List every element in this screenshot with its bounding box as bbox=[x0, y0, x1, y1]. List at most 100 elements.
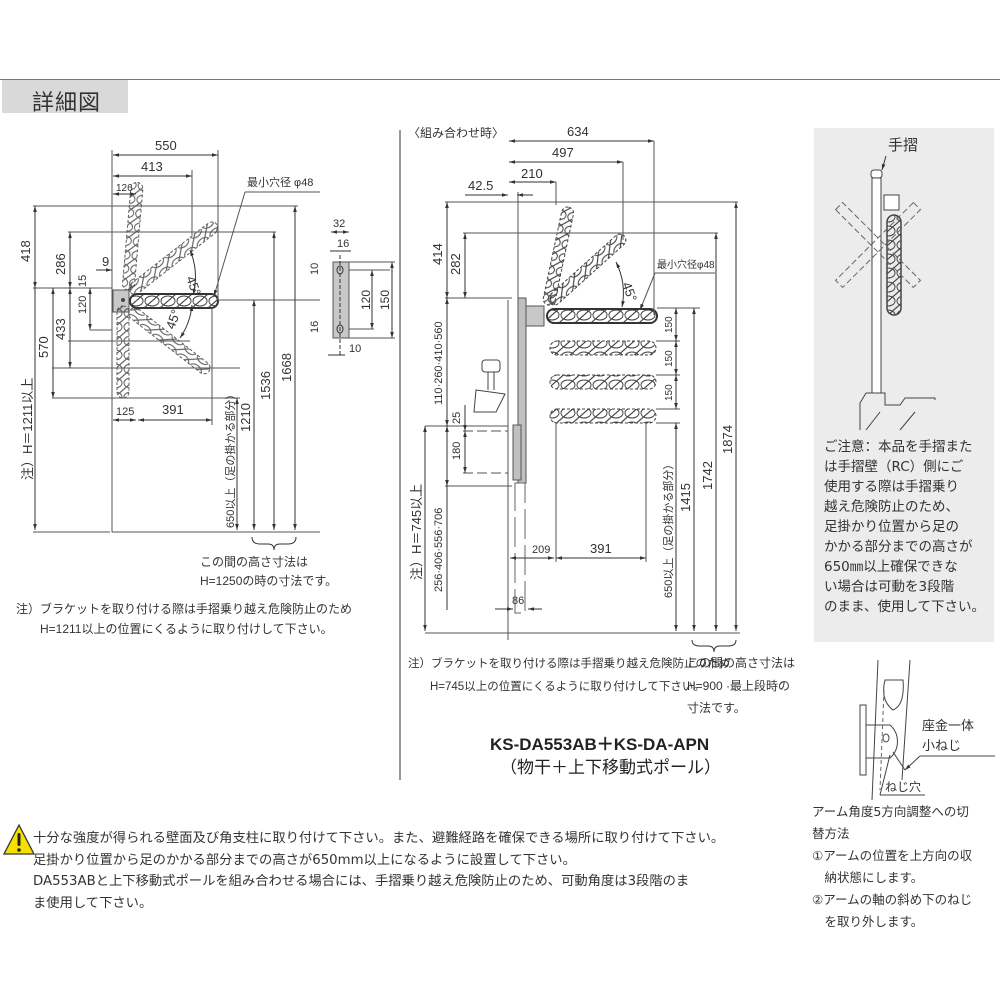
angle-label: 45° bbox=[183, 274, 204, 298]
dim-1874: 1874 bbox=[720, 425, 735, 454]
caution-text: ご注意：本品を手摺また は手摺壁（RC）側にご 使用する際は手摺乗り 越え危険防… bbox=[824, 437, 992, 617]
dim-16: 16 bbox=[309, 321, 321, 333]
dim-391: 391 bbox=[162, 402, 184, 417]
model-description: （物干＋上下移動式ポール） bbox=[500, 758, 721, 778]
dim-125: 125 bbox=[116, 406, 134, 418]
screw-label: 小ねじ bbox=[922, 738, 961, 753]
angle-switch-instructions: アーム角度5方向調整への切 替方法 ①アームの位置を上方向の収 納状態にします。… bbox=[812, 801, 1000, 933]
bracket-note-line: H=900 ·最上段時の bbox=[687, 678, 790, 693]
hole-label: 最小穴径 φ48 bbox=[247, 175, 313, 189]
dim-16: 16 bbox=[337, 238, 349, 250]
dim-150: 150 bbox=[378, 290, 392, 310]
dim-1415: 1415 bbox=[678, 483, 693, 512]
dim-209: 209 bbox=[532, 544, 550, 556]
warning-line: 十分な強度が得られる壁面及び角支柱に取り付けて下さい。また、避難経路を確保できる… bbox=[33, 831, 725, 846]
dim-15: 15 bbox=[77, 275, 89, 287]
howto-line: 替方法 bbox=[812, 826, 850, 841]
brace bbox=[251, 536, 297, 551]
dim-150: 150 bbox=[664, 316, 675, 333]
caution-line: 越え危険防止のため、 bbox=[824, 499, 959, 515]
dim-9: 9 bbox=[102, 254, 109, 269]
caution-panel bbox=[814, 128, 994, 642]
caution-line: ご注意：本品を手摺また bbox=[824, 439, 973, 455]
install-note-line: 注）ブラケットを取り付ける際は手摺乗り越え危険防止のため bbox=[408, 656, 730, 670]
bracket-note-line: H=1250の時の寸法です。 bbox=[200, 574, 337, 588]
section-header: 詳細図 bbox=[2, 80, 128, 116]
section-title: 詳細図 bbox=[32, 91, 102, 116]
dim-282: 282 bbox=[448, 253, 463, 275]
dim-150: 150 bbox=[664, 384, 675, 401]
height-note-vertical: 注）H＝745以上 bbox=[409, 484, 424, 580]
dim-1668: 1668 bbox=[279, 353, 294, 382]
dim-32: 32 bbox=[333, 218, 345, 230]
caution-line: 650㎜以上確保できな bbox=[824, 559, 958, 575]
warning-triangle-icon bbox=[2, 823, 36, 855]
dim-634: 634 bbox=[567, 124, 589, 139]
arm-horizontal bbox=[129, 293, 219, 309]
handrail-label: 手摺 bbox=[888, 137, 918, 154]
arm-up-vertical bbox=[122, 181, 144, 291]
dim-25: 25 bbox=[451, 412, 463, 424]
warning-text: 十分な強度が得られる壁面及び角支柱に取り付けて下さい。また、避難経路を確保できる… bbox=[33, 828, 803, 914]
caution-line: い場合は可動を3段階 bbox=[824, 579, 955, 595]
bracket-note-line: 寸法です。 bbox=[687, 701, 746, 715]
bracket-note-line: この間の高さ寸法は bbox=[200, 554, 308, 569]
warning-line: 足掛かり位置から足のかかる部分までの高さが650mm以上になるように設置して下さ… bbox=[33, 852, 576, 868]
hole-label: 最小穴径φ48 bbox=[657, 258, 715, 271]
screw-label: 座金一体 bbox=[922, 718, 974, 733]
arm-position bbox=[549, 340, 657, 356]
dim-391: 391 bbox=[590, 541, 612, 556]
arm-up-45 bbox=[128, 221, 219, 295]
dim-120: 120 bbox=[77, 296, 89, 314]
arm-horizontal bbox=[546, 308, 658, 324]
angle-label: 45° bbox=[163, 307, 184, 331]
howto-line: ①アームの位置を上方向の収 bbox=[812, 848, 973, 863]
dim-413: 413 bbox=[141, 159, 163, 174]
dim-256-406-556-706: 256·406·556·706 bbox=[433, 508, 445, 592]
arm-up bbox=[542, 206, 575, 306]
warning-line: ま使用して下さい。 bbox=[33, 895, 153, 911]
dim-42-5: 42.5 bbox=[468, 178, 493, 193]
caution-line: 使用する際は手摺乗り bbox=[824, 479, 959, 495]
caution-line: のまま、使用して下さい。 bbox=[824, 599, 986, 615]
height-note-vertical: 注）H＝1211以上 bbox=[20, 378, 35, 480]
dim-210: 210 bbox=[521, 166, 543, 181]
dim-418: 418 bbox=[18, 240, 33, 262]
dim-550: 550 bbox=[155, 138, 177, 153]
dim-150: 150 bbox=[664, 350, 675, 367]
caution-line: かかる部分までの高さが bbox=[824, 539, 973, 555]
howto-line: ②アームの軸の斜め下のねじ bbox=[812, 892, 973, 907]
center-diagram: 〈組み合わせ時〉 45° 634 497 210 42.5 bbox=[408, 124, 795, 715]
dim-126: 126 bbox=[116, 183, 133, 194]
dim-86: 86 bbox=[512, 595, 524, 607]
howto-line: 納状態にします。 bbox=[812, 870, 924, 885]
brace bbox=[691, 639, 737, 653]
screw-detail: 座金一体 小ねじ ねじ穴 bbox=[859, 659, 995, 801]
foot-label-vertical: 650以上（足の掛かる部分） bbox=[223, 389, 237, 528]
handrail-illustration: 手摺 bbox=[834, 137, 936, 431]
dim-286: 286 bbox=[53, 253, 68, 275]
screw-hole-label: ねじ穴 bbox=[885, 779, 921, 794]
dim-10: 10 bbox=[349, 343, 361, 355]
combo-caption: 〈組み合わせ時〉 bbox=[408, 125, 504, 140]
dim-414: 414 bbox=[430, 243, 445, 265]
dim-1210: 1210 bbox=[238, 403, 253, 432]
install-note-line: H=745以上の位置にくるように取り付けして下さい。 bbox=[430, 679, 705, 693]
howto-line: を取り外します。 bbox=[812, 914, 924, 929]
caution-line: は手摺壁（RC）側にご bbox=[824, 459, 964, 475]
arm-position bbox=[549, 374, 657, 390]
top-rule bbox=[0, 79, 1000, 80]
arm-position bbox=[549, 408, 657, 424]
model-name: KS-DA553AB＋KS-DA-APN bbox=[490, 735, 710, 754]
arm-up-45 bbox=[547, 233, 627, 306]
angle-label: 45° bbox=[619, 280, 640, 304]
dim-120: 120 bbox=[359, 290, 373, 310]
dim-180: 180 bbox=[451, 442, 463, 460]
dim-10: 10 bbox=[309, 263, 321, 275]
warning-line: DA553ABと上下移動式ポールを組み合わせる場合には、手摺乗り越え危険防止のた… bbox=[33, 874, 690, 889]
foot-label-vertical: 650以上（足の掛かる部分） bbox=[661, 459, 675, 598]
caution-line: 足掛かり位置から足の bbox=[824, 519, 959, 535]
bracket-note-line: この間の高さ寸法は bbox=[687, 655, 795, 670]
howto-line: アーム角度5方向調整への切 bbox=[812, 804, 969, 819]
